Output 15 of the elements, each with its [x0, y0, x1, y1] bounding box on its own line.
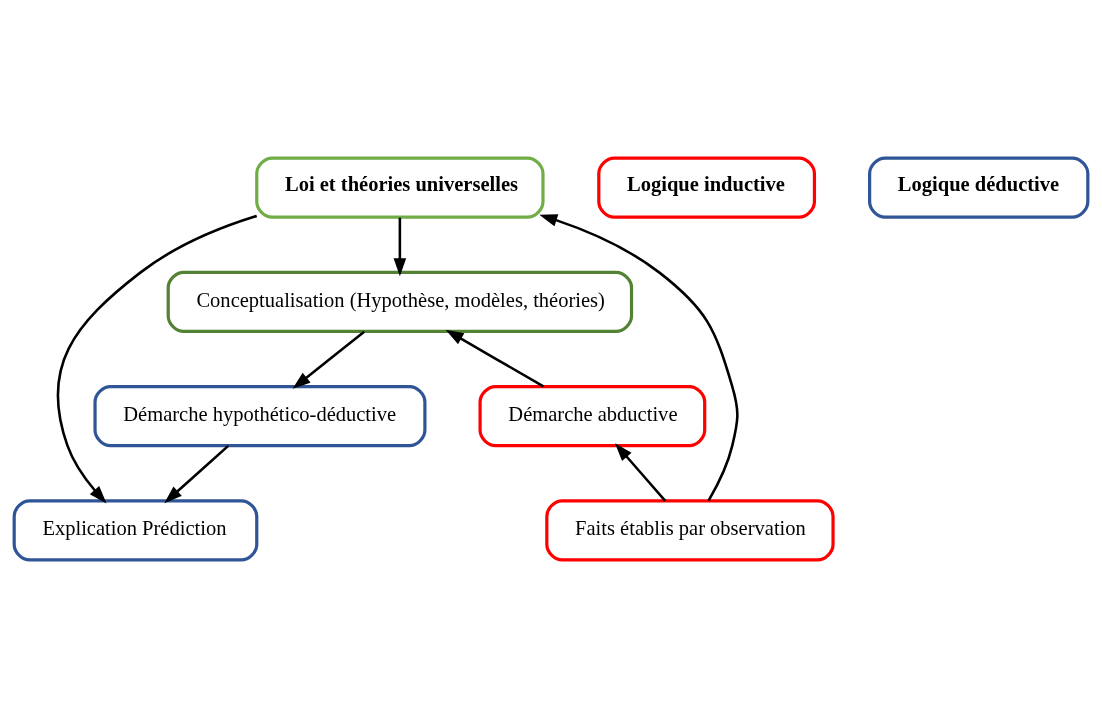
- node-box: Faits établis par observation: [545, 498, 835, 561]
- node-box: Logique inductive: [597, 156, 817, 219]
- arrow: [445, 329, 545, 388]
- node-box: Explication Prédiction: [12, 498, 259, 561]
- node-box: Démarche hypothético-déductive: [93, 384, 427, 447]
- arrow: [292, 330, 365, 389]
- arrow: [164, 444, 230, 503]
- arrow: [393, 217, 407, 276]
- arrow: [56, 214, 258, 503]
- arrow: [614, 442, 667, 502]
- node-box: Démarche abductive: [478, 384, 707, 447]
- node-box: Conceptualisation (Hypothèse, modèles, théories): [166, 270, 634, 333]
- node-box: Loi et théories universelles: [255, 156, 545, 219]
- node-box: Logique déductive: [868, 156, 1090, 219]
- arrow: [539, 213, 739, 501]
